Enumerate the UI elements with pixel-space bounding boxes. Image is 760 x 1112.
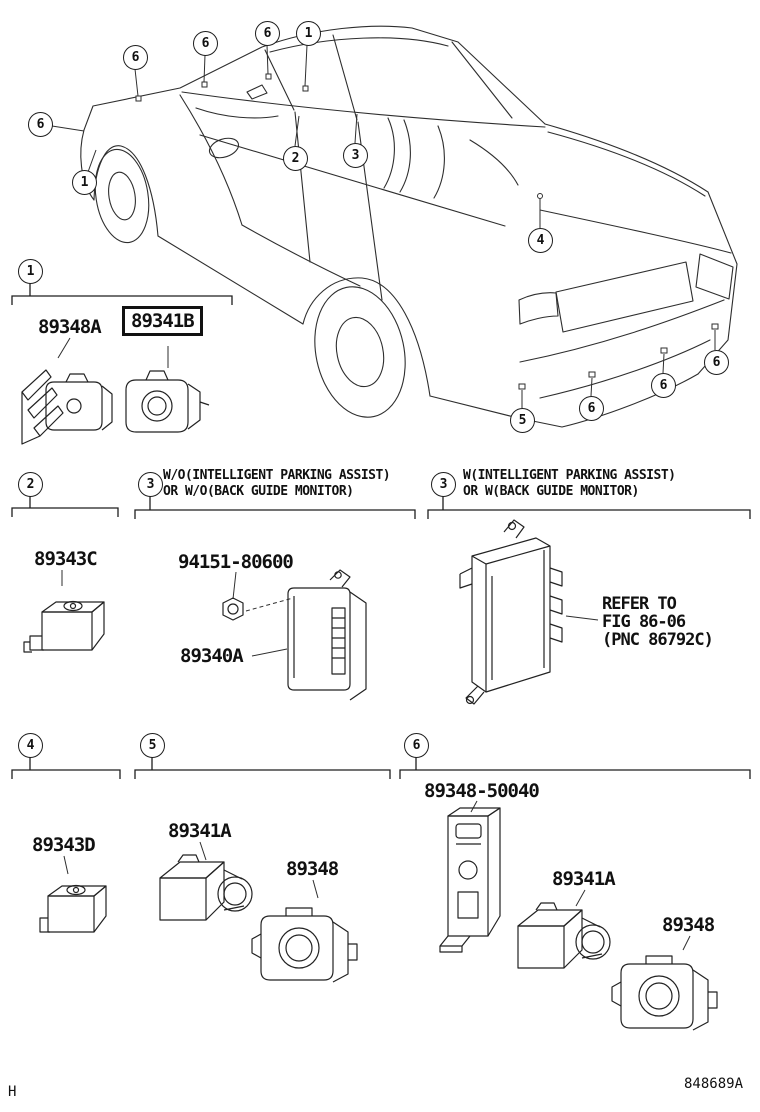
section-callout-6: 6 [404,733,429,758]
part-number-89348a: 89348A [38,316,102,338]
section-callout-1: 1 [18,259,43,284]
part-number-94151-80600: 94151-80600 [178,551,294,573]
car-callout: 6 [704,350,729,375]
part-number-89343c: 89343C [34,548,98,570]
part-89343d-illustration [39,884,107,933]
car-callout: 3 [343,143,368,168]
refer-note-line2: FIG 86-06 [602,612,686,632]
part-number-89343d: 89343D [32,834,96,856]
part-89341a-illustration-2 [517,902,611,969]
car-callout: 2 [283,146,308,171]
car-callout: 6 [193,31,218,56]
sensor-location-marks [135,73,719,390]
section-callout-4: 4 [18,733,43,758]
part-94151-nut-illustration [222,597,244,621]
section-brackets [11,283,751,779]
part-89348-50040-illustration [439,807,501,953]
part-89348-illustration-1 [251,907,358,983]
section-callout-3a: 3 [138,472,163,497]
car-callout: 6 [579,396,604,421]
part-89341b-illustration [125,370,210,433]
part-number-89348-50040: 89348-50040 [424,780,540,802]
car-callout: 6 [651,373,676,398]
car-callout: 6 [28,112,53,137]
part-number-89340a: 89340A [180,645,244,667]
car-callout: 6 [123,45,148,70]
part-89343c-illustration [23,600,105,653]
car-callout: 4 [528,228,553,253]
part-89348a-illustration [21,369,113,445]
refer-note-line3: (PNC 86792C) [602,630,714,650]
part-number-89341a-s6: 89341A [552,868,616,890]
section-callout-2: 2 [18,472,43,497]
condition-note-without-2: OR W/O(BACK GUIDE MONITOR) [163,484,354,499]
car-illustration [80,25,738,428]
part-89340a-illustration [287,569,367,701]
footer-page-letter: H [8,1084,17,1100]
section-callout-3b: 3 [431,472,456,497]
car-callout: 5 [510,408,535,433]
part-86792c-ecu-illustration [459,519,563,705]
car-callout: 1 [296,21,321,46]
footer-figure-code: 848689A [684,1076,744,1092]
label-leader-lines [57,337,691,951]
condition-note-with-1: W(INTELLIGENT PARKING ASSIST) [463,468,676,483]
refer-note-line1: REFER TO [602,594,677,614]
part-89348-illustration-2 [611,955,718,1031]
part-89341a-illustration-1 [159,854,253,921]
car-callout: 6 [255,21,280,46]
part-number-89348-s6: 89348 [662,914,715,936]
part-number-89348-s5: 89348 [286,858,339,880]
part-number-89341b-highlighted: 89341B [122,306,203,336]
car-callout: 1 [72,170,97,195]
section-callout-5: 5 [140,733,165,758]
callout-leader-lines [51,44,716,408]
condition-note-without-1: W/O(INTELLIGENT PARKING ASSIST) [163,468,391,483]
condition-note-with-2: OR W(BACK GUIDE MONITOR) [463,484,639,499]
part-number-89341a-s5: 89341A [168,820,232,842]
